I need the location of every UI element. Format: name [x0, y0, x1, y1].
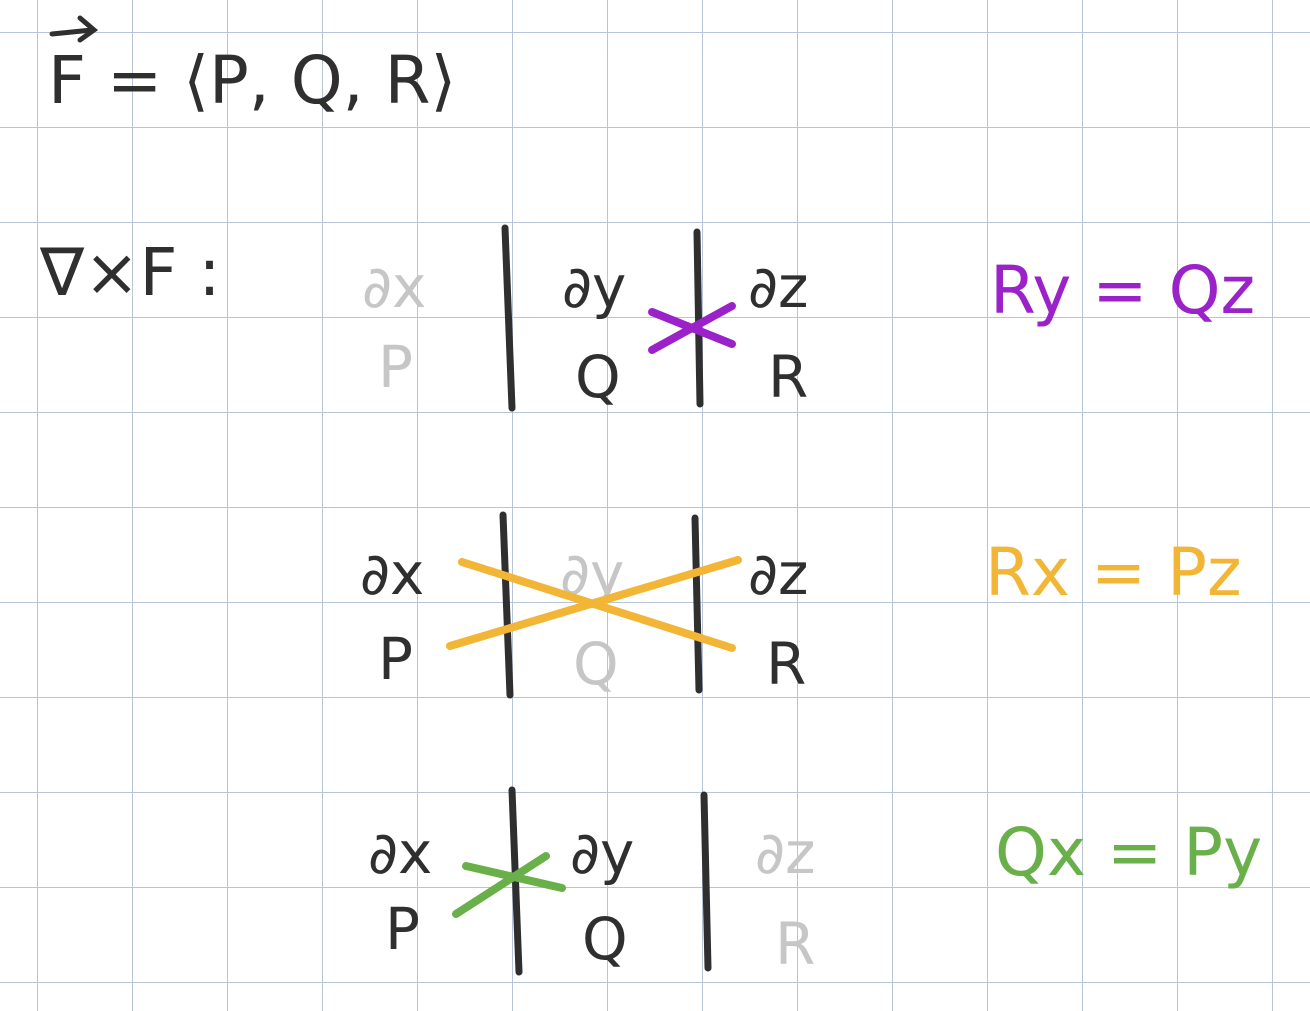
- matrix-3-condition: Qx = Py: [995, 814, 1263, 891]
- matrix-3-partial-y: ∂y: [570, 819, 635, 887]
- matrix-1-partial-x: ∂x: [362, 253, 427, 321]
- matrix-2-partial-z: ∂z: [748, 540, 809, 608]
- matrix-3-component-r: R: [775, 910, 816, 978]
- matrix-2-component-p: P: [378, 625, 413, 693]
- curl-label: ∇×F :: [40, 234, 221, 311]
- matrix-1-component-r: R: [768, 343, 809, 411]
- matrix-1-component-q: Q: [575, 343, 621, 411]
- vector-field-definition: F = ⟨P, Q, R⟩: [48, 42, 457, 119]
- vector-arrow: [49, 15, 99, 43]
- matrix-3-cross-mark: [452, 852, 566, 918]
- matrix-2-component-q: Q: [573, 630, 619, 698]
- matrix-2-condition: Rx = Pz: [985, 534, 1242, 611]
- matrix-1-partial-y: ∂y: [562, 253, 627, 321]
- matrix-1-condition: Ry = Qz: [990, 252, 1256, 329]
- matrix-2-dividers: [499, 511, 703, 699]
- matrix-3-component-p: P: [385, 895, 420, 963]
- matrix-2-component-r: R: [766, 630, 807, 698]
- matrix-2-partial-x: ∂x: [360, 540, 425, 608]
- matrix-3-component-q: Q: [582, 905, 628, 973]
- matrix-1-cross-mark: [648, 302, 736, 354]
- matrix-1-dividers: [501, 224, 704, 412]
- matrix-2-cross-mark: [446, 556, 742, 652]
- matrix-1-partial-z: ∂z: [748, 253, 809, 321]
- matrix-3-partial-x: ∂x: [368, 819, 433, 887]
- matrix-3-partial-z: ∂z: [755, 819, 816, 887]
- matrix-1-component-p: P: [378, 333, 413, 401]
